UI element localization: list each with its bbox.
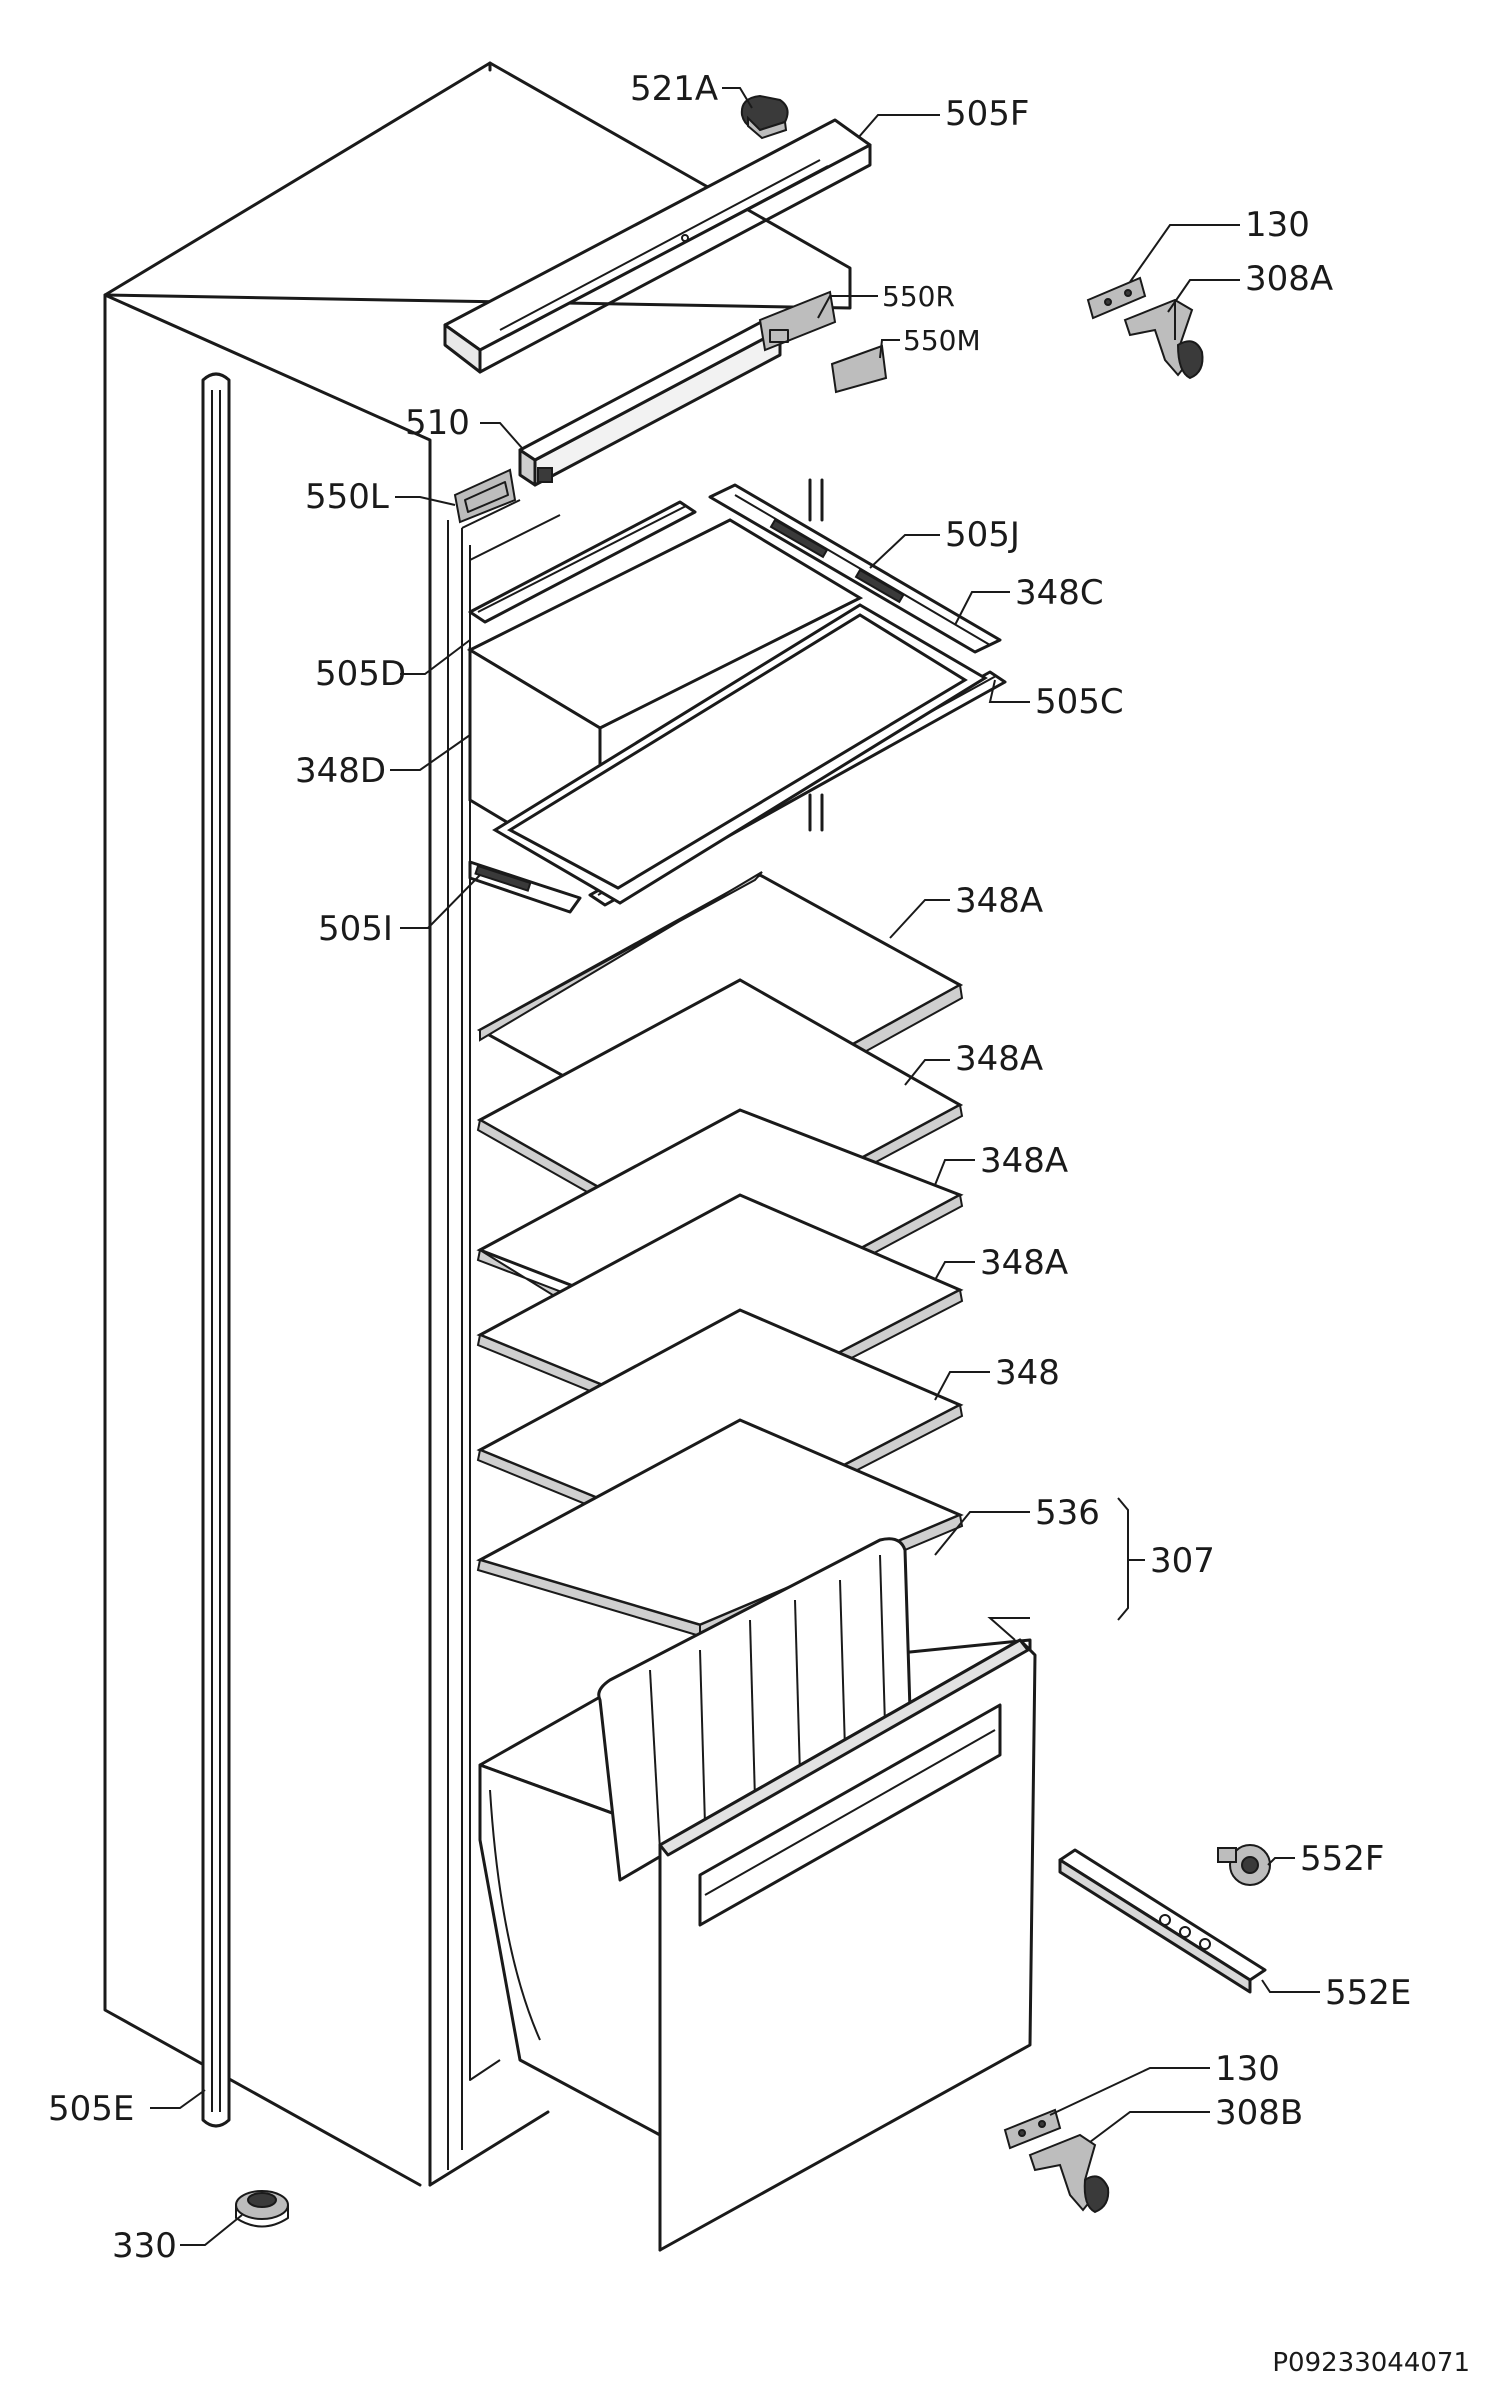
leader-lines: [150, 87, 1320, 2246]
label-550L: 550L: [305, 477, 389, 517]
label-505F: 505F: [945, 94, 1029, 134]
lamp-housing-510: [518, 318, 782, 487]
label-505I: 505I: [318, 909, 393, 949]
hinge-130-bottom: [1003, 2108, 1062, 2150]
hinge-130-top: [1086, 276, 1147, 320]
label-307: 307: [1150, 1541, 1215, 1581]
label-521A: 521A: [630, 69, 718, 109]
shelf-348C: [492, 603, 988, 905]
divider-536: [597, 1537, 912, 1882]
label-348C: 348C: [1015, 573, 1104, 613]
label-505D: 505D: [315, 654, 406, 694]
top-rail-505F: [443, 118, 872, 374]
foot-330: [235, 2190, 289, 2228]
drawer-307: [478, 1537, 1037, 2252]
door-strip-552E: [1058, 1848, 1267, 1994]
label-505C: 505C: [1035, 682, 1124, 722]
label-550M: 550M: [903, 324, 981, 357]
glass-shelves: [476, 871, 964, 1638]
label-348A-4: 348A: [980, 1243, 1068, 1283]
hinge-308B: [1028, 2133, 1110, 2214]
hinge-cover-521A: [740, 94, 789, 140]
label-552F: 552F: [1300, 1839, 1384, 1879]
cover-550L: [453, 468, 517, 524]
label-510: 510: [405, 403, 470, 443]
hinge-308A: [1123, 298, 1204, 380]
label-348: 348: [995, 1353, 1060, 1393]
label-348A-3: 348A: [980, 1141, 1068, 1181]
label-130-top: 130: [1245, 205, 1310, 245]
shelf-frame-505D: [468, 500, 697, 624]
label-536: 536: [1035, 1493, 1100, 1533]
label-505E: 505E: [48, 2089, 134, 2129]
label-308B: 308B: [1215, 2093, 1303, 2133]
label-348A-2: 348A: [955, 1039, 1043, 1079]
label-552E: 552E: [1325, 1973, 1411, 2013]
label-348A-1: 348A: [955, 881, 1043, 921]
label-130-bottom: 130: [1215, 2049, 1280, 2089]
shelf-guide-505I: [468, 860, 582, 914]
label-308A: 308A: [1245, 259, 1333, 299]
label-550R: 550R: [882, 280, 955, 313]
shelf-guide-505J: [708, 478, 1002, 832]
label-348D: 348D: [295, 751, 386, 791]
cover-550M: [830, 344, 888, 394]
door-seal-505E: [201, 372, 231, 2128]
cap-552F: [1217, 1844, 1271, 1886]
document-id: P09233044071: [1272, 2348, 1470, 2378]
label-330: 330: [112, 2226, 177, 2266]
label-505J: 505J: [945, 515, 1020, 555]
cover-550R: [758, 290, 837, 352]
callout-labels: 521A 505F 130 308A 550R 550M 510 550L 50…: [48, 69, 1411, 2266]
